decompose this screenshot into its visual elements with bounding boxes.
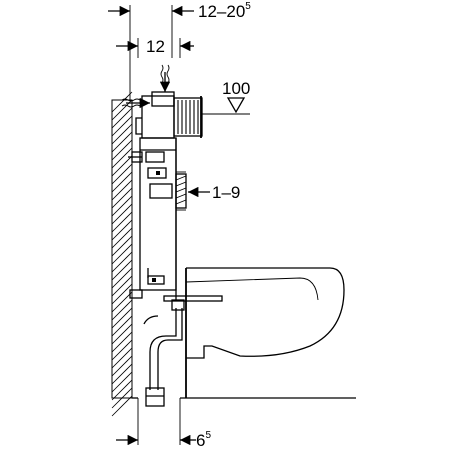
- installation-frame: [139, 137, 186, 300]
- wall-hatch-line: [111, 307, 133, 329]
- wall-hatch-line: [111, 163, 133, 185]
- wall-hatch-line: [111, 219, 133, 241]
- dimension-top-range-label: 12–205: [198, 1, 251, 21]
- wall-hatch-line: [111, 155, 133, 177]
- wall-hatch-line: [111, 211, 133, 233]
- wall-hatch-line: [111, 187, 133, 209]
- wall-hatch-line: [111, 227, 133, 249]
- wall-hatch-line: [111, 363, 133, 385]
- dimension-level-label: 100: [222, 79, 250, 98]
- wall-hatch-line: [111, 123, 133, 145]
- wall-hatch-line: [111, 259, 133, 281]
- wall-hatch-line: [111, 235, 133, 257]
- dimension-top-range: 12–205: [108, 1, 251, 21]
- wall-hatch-line: [111, 371, 133, 393]
- adjustment-block: [175, 173, 187, 209]
- reference-lines: [129, 5, 181, 445]
- wall-hatch-line: [111, 315, 133, 337]
- wall-hatch-line: [111, 147, 133, 169]
- dimension-bottom: 65: [116, 430, 211, 450]
- wall-hatch-line: [111, 115, 133, 137]
- dimension-level: 100: [202, 79, 250, 115]
- wall-hatch-line: [111, 291, 133, 313]
- water-inlet-icon: [121, 64, 171, 109]
- wall-hatch-line: [111, 283, 133, 305]
- wall-hatch-line: [111, 299, 133, 321]
- wall: [111, 91, 133, 417]
- wall-hatch-line: [111, 131, 133, 153]
- wall-hatch-line: [111, 203, 133, 225]
- dimension-top-inner: 12: [116, 37, 194, 58]
- wall-hatch-line: [111, 379, 133, 401]
- wall-hatch-line: [111, 91, 133, 113]
- wall-hatch-line: [111, 347, 133, 369]
- wall-brackets: [128, 151, 143, 299]
- dimension-adjust-label: 1–9: [212, 183, 240, 202]
- wall-hatch-line: [111, 395, 133, 417]
- wall-hatch-line: [111, 195, 133, 217]
- wall-hatch-line: [111, 387, 133, 409]
- dimension-bottom-label: 65: [196, 430, 211, 450]
- wall-hatch-line: [111, 323, 133, 345]
- wall-hatch-line: [111, 331, 133, 353]
- wall-hatch-line: [111, 179, 133, 201]
- toilet-bowl: [185, 267, 345, 398]
- wall-hatch-line: [111, 243, 133, 265]
- dimension-adjust: 1–9: [188, 183, 240, 202]
- wall-hatch-line: [111, 339, 133, 361]
- wall-hatch-line: [111, 251, 133, 273]
- wall-hatch-line: [111, 275, 133, 297]
- wall-hatch-line: [111, 267, 133, 289]
- wall-hatch-line: [111, 355, 133, 377]
- wall-hatch-line: [111, 107, 133, 129]
- dimension-top-inner-label: 12: [146, 37, 165, 56]
- wall-hatch-line: [111, 171, 133, 193]
- wall-hatch-line: [111, 139, 133, 161]
- cistern-tank: [135, 91, 203, 139]
- drain-pipe: [143, 299, 185, 407]
